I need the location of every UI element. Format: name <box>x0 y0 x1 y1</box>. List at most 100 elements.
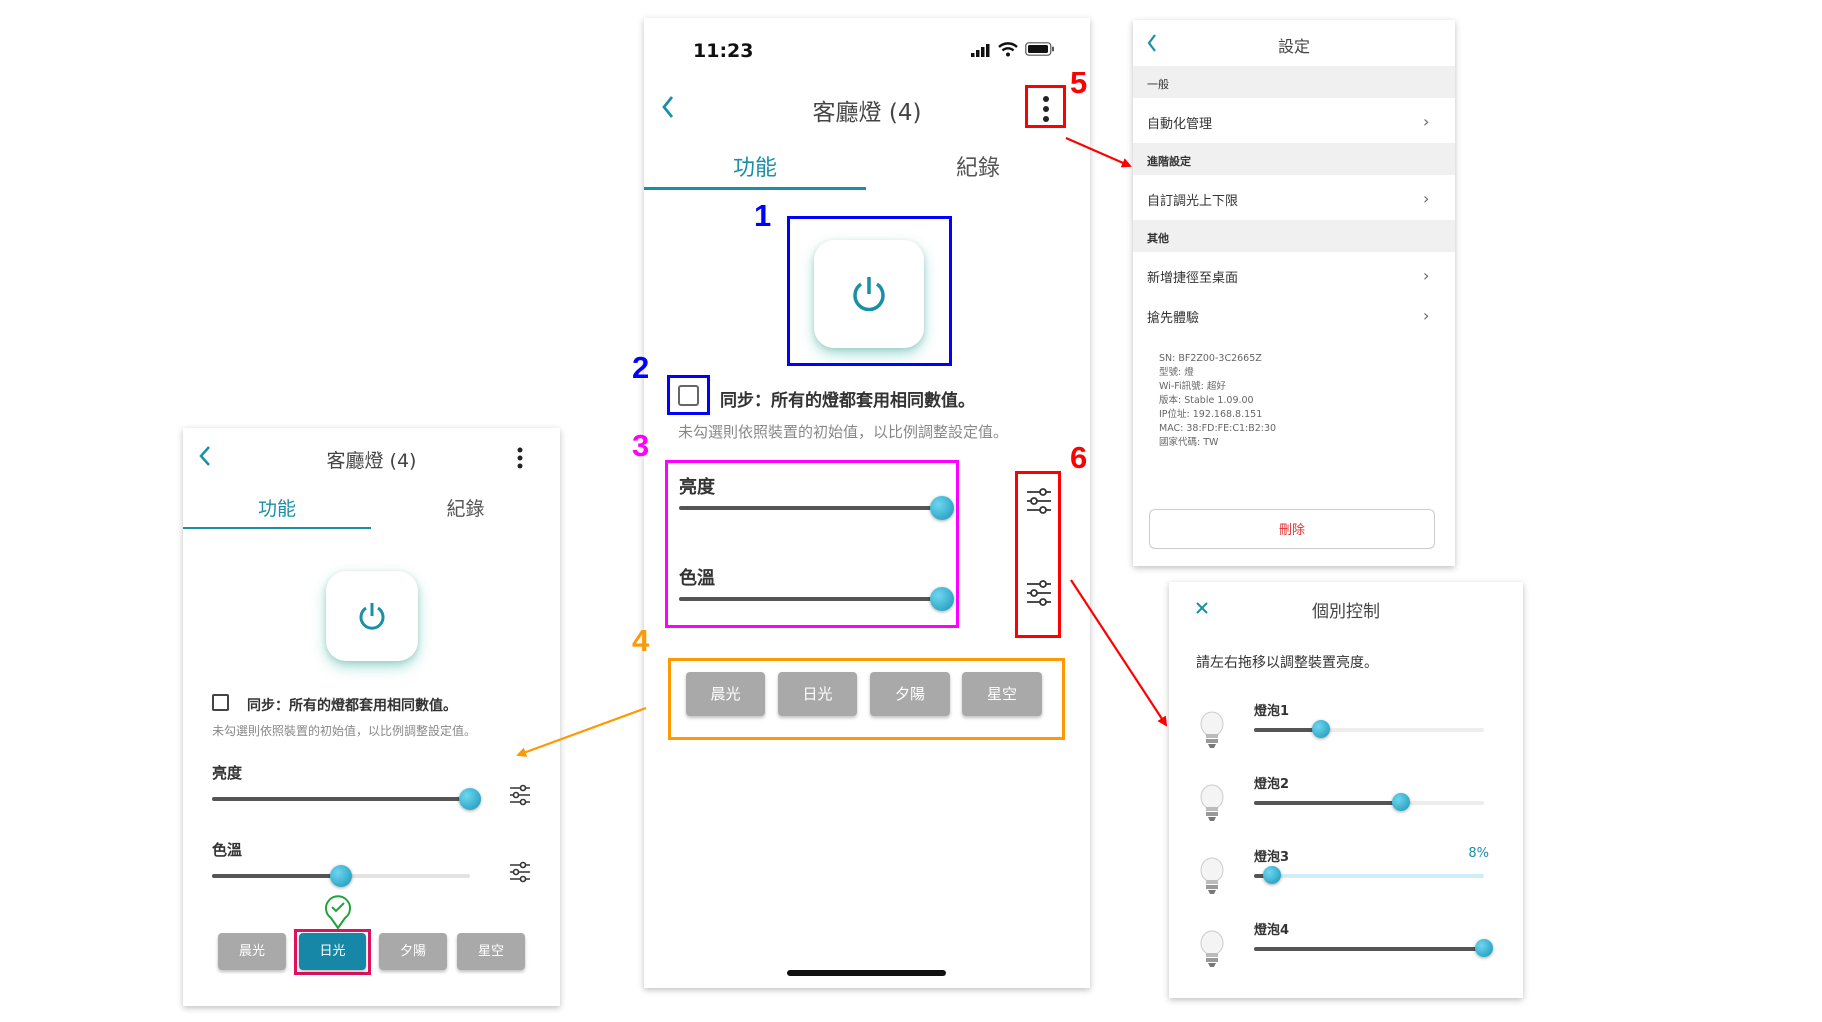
color-temp-slider[interactable] <box>679 587 954 611</box>
brightness-knob[interactable] <box>930 496 954 520</box>
brightness-label: 亮度 <box>679 477 715 498</box>
bulb-brightness-slider[interactable] <box>1254 866 1484 884</box>
brightness-individual-icon[interactable] <box>508 783 532 807</box>
scene-starry-button[interactable]: 星空 <box>457 933 525 970</box>
arrow-to-individual-control <box>1070 579 1168 727</box>
bulb-name: 燈泡2 <box>1254 777 1290 792</box>
more-menu-icon[interactable] <box>1041 95 1051 123</box>
chevron-right-icon: › <box>1423 112 1430 131</box>
section-general-header <box>1133 66 1455 98</box>
callout-number-6: 6 <box>1070 440 1088 475</box>
home-indicator[interactable] <box>787 970 946 976</box>
brightness-slider[interactable] <box>679 496 954 520</box>
wifi-icon <box>998 41 1018 57</box>
bulb-brightness-knob[interactable] <box>1311 720 1330 738</box>
bulb-row: 燈泡4 <box>1169 919 1523 979</box>
color-temp-slider[interactable] <box>212 865 470 887</box>
callout-box-3 <box>665 460 959 628</box>
callout-number-3: 3 <box>632 428 650 463</box>
power-button[interactable] <box>814 240 924 348</box>
sync-hint: 未勾選則依照裝置的初始值，以比例調整設定值。 <box>678 423 1009 441</box>
scene-sunset-button[interactable]: 夕陽 <box>870 672 950 716</box>
light-bulb-icon <box>1199 783 1225 823</box>
info-country: 國家代碼: TW <box>1159 437 1219 448</box>
section-advanced-header <box>1133 143 1455 175</box>
device-info: SN: BF2Z00-3C2665Z 型號: 燈 Wi-Fi訊號: 超好 版本:… <box>1159 352 1276 450</box>
tab-functions[interactable]: 功能 <box>257 498 296 520</box>
page-title: 客廳燈 (4) <box>812 100 922 126</box>
color-temp-knob[interactable] <box>930 587 954 611</box>
light-bulb-icon <box>1199 856 1225 896</box>
delete-button[interactable]: 刪除 <box>1149 509 1435 549</box>
shortcut-item-label: 新增捷徑至桌面 <box>1147 271 1239 286</box>
scene-sunset-button[interactable]: 夕陽 <box>379 933 447 970</box>
bulb-brightness-slider[interactable] <box>1254 939 1493 957</box>
section-advanced-label: 進階設定 <box>1147 155 1191 168</box>
tab-functions[interactable]: 功能 <box>732 156 777 181</box>
tab-records[interactable]: 紀錄 <box>446 498 485 520</box>
callout-number-5: 5 <box>1070 65 1088 100</box>
back-icon[interactable] <box>660 94 676 120</box>
delete-button-label: 刪除 <box>1278 523 1305 538</box>
color-temp-knob[interactable] <box>330 865 352 887</box>
info-ip: IP位址: 192.168.8.151 <box>1159 409 1263 420</box>
bulb-brightness-knob[interactable] <box>1475 939 1493 957</box>
bulb-name: 燈泡4 <box>1254 923 1290 938</box>
bulb-brightness-fill <box>1254 874 1273 878</box>
bulb-brightness-knob[interactable] <box>1392 793 1411 811</box>
info-sn: SN: BF2Z00-3C2665Z <box>1159 353 1262 364</box>
color-temp-individual-icon[interactable] <box>1025 578 1053 608</box>
settings-panel: 設定 一般 自動化管理 › 進階設定 自訂調光上下限 › 其他 新增捷徑至桌面 … <box>1133 20 1455 566</box>
arrow-to-left-panel <box>516 706 647 757</box>
light-bulb-icon <box>1199 710 1225 750</box>
tab-records[interactable]: 紀錄 <box>955 156 1000 181</box>
brightness-label: 亮度 <box>212 764 243 782</box>
power-button[interactable] <box>326 571 418 661</box>
more-menu-icon[interactable] <box>516 446 524 470</box>
bulb-brightness-fill <box>1254 947 1484 951</box>
selected-check-icon <box>323 892 353 930</box>
chevron-right-icon: › <box>1423 266 1430 285</box>
preview-item-label: 搶先體驗 <box>1147 311 1200 326</box>
brightness-fill <box>212 797 470 801</box>
brightness-individual-icon[interactable] <box>1025 486 1053 516</box>
scene-morning-button[interactable]: 晨光 <box>218 933 286 970</box>
sync-checkbox[interactable] <box>212 694 229 711</box>
scene-morning-button[interactable]: 晨光 <box>686 672 765 716</box>
bulb-name: 燈泡3 <box>1254 850 1290 865</box>
bulb-row: 燈泡3 8% <box>1169 846 1523 906</box>
scene-starry-button[interactable]: 星空 <box>962 672 1042 716</box>
chevron-right-icon: › <box>1423 306 1430 325</box>
sync-label: 同步：所有的燈都套用相同數值。 <box>247 698 457 714</box>
scene-daylight-button[interactable]: 日光 <box>299 933 366 970</box>
scene-selected-highlight <box>294 929 371 975</box>
info-version: 版本: Stable 1.09.00 <box>1159 395 1254 406</box>
color-temp-individual-icon[interactable] <box>508 860 532 884</box>
callout-box-6 <box>1015 471 1061 638</box>
center-phone-panel: 11:23 客廳燈 (4) 功能 紀錄 同步：所有的燈都套用相同數值。 未勾選則… <box>644 18 1090 988</box>
individual-hint: 請左右拖移以調整裝置亮度。 <box>1196 655 1378 671</box>
close-icon[interactable] <box>1195 601 1209 615</box>
bulb-brightness-slider[interactable] <box>1254 793 1484 811</box>
settings-title: 設定 <box>1277 37 1310 56</box>
callout-box-4 <box>668 658 1065 740</box>
back-icon[interactable] <box>1146 33 1158 53</box>
brightness-slider[interactable] <box>212 788 481 810</box>
bulb-brightness-knob[interactable] <box>1263 866 1282 884</box>
callout-number-4: 4 <box>632 623 650 658</box>
page-title: 客廳燈 (4) <box>326 450 417 472</box>
brightness-knob[interactable] <box>459 788 481 810</box>
callout-box-1 <box>787 216 952 366</box>
bulb-brightness-slider[interactable] <box>1254 720 1484 738</box>
brightness-fill <box>679 506 942 510</box>
info-model: 型號: 燈 <box>1159 367 1194 378</box>
info-mac: MAC: 38:FD:FE:C1:B2:30 <box>1159 423 1277 434</box>
individual-title: 個別控制 <box>1312 602 1380 622</box>
sync-checkbox[interactable] <box>678 385 699 406</box>
color-temp-fill <box>212 874 341 878</box>
scene-daylight-button[interactable]: 日光 <box>778 672 857 716</box>
back-icon[interactable] <box>197 444 213 468</box>
bulb-row: 燈泡1 <box>1169 700 1523 760</box>
tab-indicator <box>183 527 371 529</box>
